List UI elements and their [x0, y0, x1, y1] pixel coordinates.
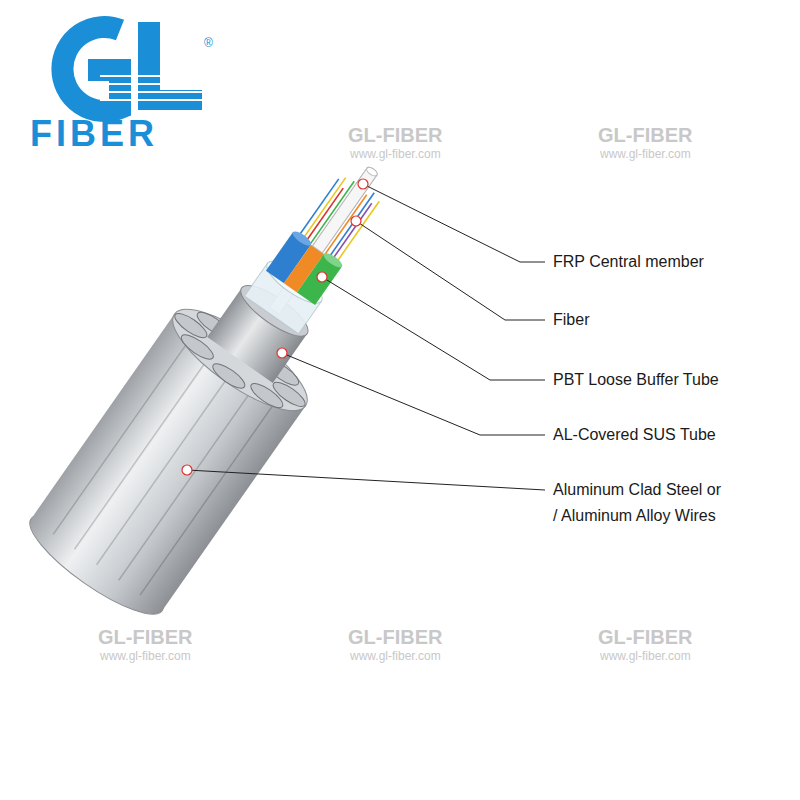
logo-g — [62, 27, 120, 111]
logo-stripes — [100, 76, 205, 100]
logo-mark — [62, 22, 205, 111]
callout-label: Aluminum Clad Steel or / Aluminum Alloy … — [553, 477, 725, 529]
watermark-url: www.gl-fiber.com — [600, 649, 691, 663]
watermark: GL-FIBER — [348, 626, 442, 648]
watermark-url: www.gl-fiber.com — [600, 147, 691, 161]
buffer-tube-end — [322, 251, 345, 270]
leader-line — [322, 277, 545, 380]
watermark-url: www.gl-fiber.com — [350, 649, 441, 663]
buffer-tube-end — [291, 229, 314, 248]
watermark: GL-FIBER — [98, 626, 192, 648]
watermark: GL-FIBER — [348, 124, 442, 146]
watermark: GL-FIBER — [598, 124, 692, 146]
leader-line — [363, 184, 545, 262]
callout-label: FRP Central member — [553, 252, 704, 272]
leader-line — [356, 221, 545, 320]
watermark-url: www.gl-fiber.com — [100, 649, 191, 663]
opgw-cable — [18, 123, 439, 628]
callout-label: PBT Loose Buffer Tube — [553, 370, 719, 390]
watermark-url: www.gl-fiber.com — [350, 147, 441, 161]
leader-line — [282, 353, 545, 435]
frp-end — [365, 166, 378, 178]
callout-label: Fiber — [553, 310, 589, 330]
watermark: GL-FIBER — [598, 626, 692, 648]
registered-mark: ® — [204, 36, 213, 50]
callout-markers — [182, 179, 368, 475]
leader-lines — [187, 184, 545, 490]
logo-text: FIBER — [30, 114, 158, 154]
callout-label: AL-Covered SUS Tube — [553, 425, 716, 445]
leader-line — [187, 470, 545, 490]
frp-rod — [313, 168, 377, 253]
